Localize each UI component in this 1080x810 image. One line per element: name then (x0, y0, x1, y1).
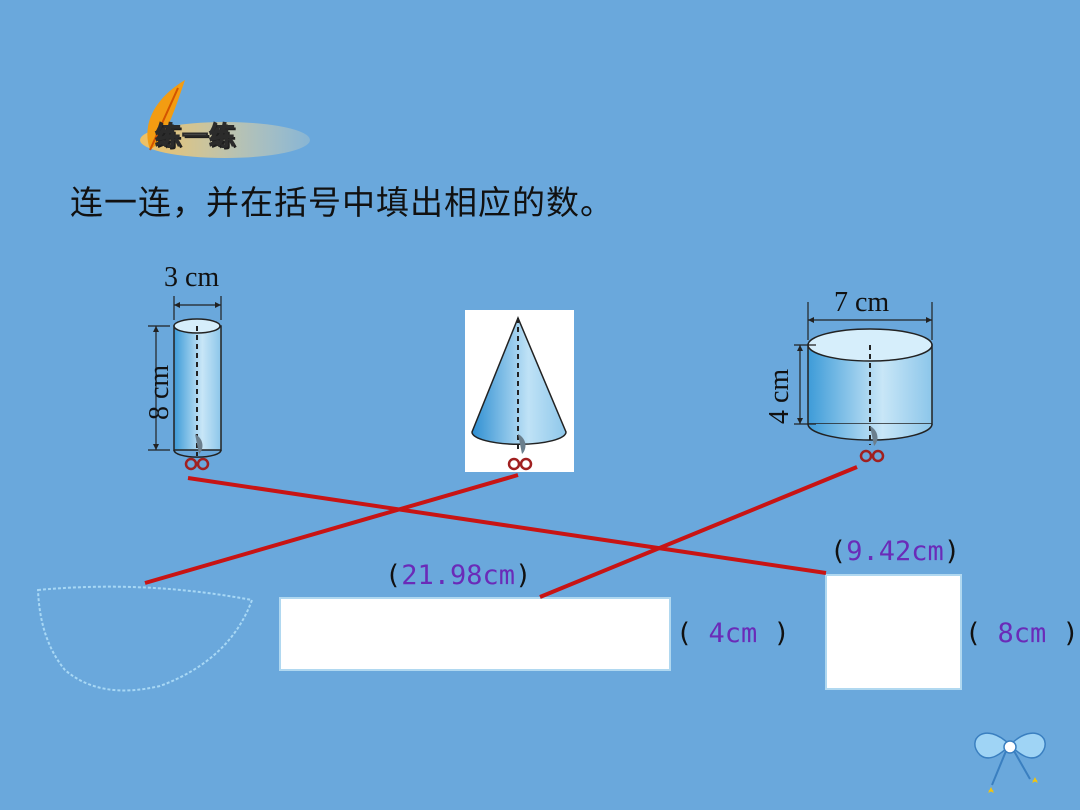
paren-close: ) (943, 536, 961, 567)
matching-lines (144, 465, 858, 599)
paren-open: ( (830, 536, 847, 567)
instruction-text: 连一连，并在括号中填出相应的数。 (70, 183, 614, 222)
line-cone-to-fan (144, 473, 519, 585)
scissors-icon (859, 426, 885, 463)
tall-cylinder-height-label: 8 cm (144, 365, 175, 420)
paren-open: ( (385, 560, 402, 591)
feather-icon (147, 80, 185, 151)
wide-cylinder-diameter-label: 7 cm (834, 287, 889, 318)
fan-shape (36, 585, 254, 692)
badge-ribbon (140, 122, 310, 158)
line-tall-cylinder-to-square (187, 476, 827, 575)
answer-value: 4cm (692, 618, 774, 649)
tall-cylinder-figure (148, 296, 222, 458)
practice-badge: 练一练 (135, 80, 310, 160)
paren-open: ( (676, 618, 693, 649)
ribbon-bow-icon (974, 732, 1046, 793)
answer-square-top: (9.42cm) (830, 536, 960, 567)
answer-rect-height: ( 4cm ) (676, 618, 790, 649)
rectangle-shape (279, 597, 671, 671)
paren-open: ( (965, 618, 982, 649)
paren-close: ) (773, 618, 790, 649)
paren-close: ) (515, 560, 532, 591)
wide-cylinder-figure (794, 302, 933, 445)
answer-arc-length: (21.98cm) (385, 560, 531, 591)
scissors-icon (184, 434, 210, 471)
scissors-icon (507, 434, 533, 471)
badge-title: 练一练 (154, 122, 237, 153)
tall-cylinder-diameter-label: 3 cm (164, 262, 219, 293)
answer-value: 9.42cm (846, 536, 944, 567)
cone-figure (465, 310, 574, 472)
square-shape (825, 574, 962, 690)
paren-close: ) (1062, 618, 1079, 649)
answer-value: 21.98cm (401, 560, 516, 591)
line-wide-cylinder-to-rectangle (539, 465, 858, 599)
answer-square-side: ( 8cm ) (965, 618, 1079, 649)
answer-value: 8cm (981, 618, 1063, 649)
wide-cylinder-height-label: 4 cm (764, 369, 795, 424)
